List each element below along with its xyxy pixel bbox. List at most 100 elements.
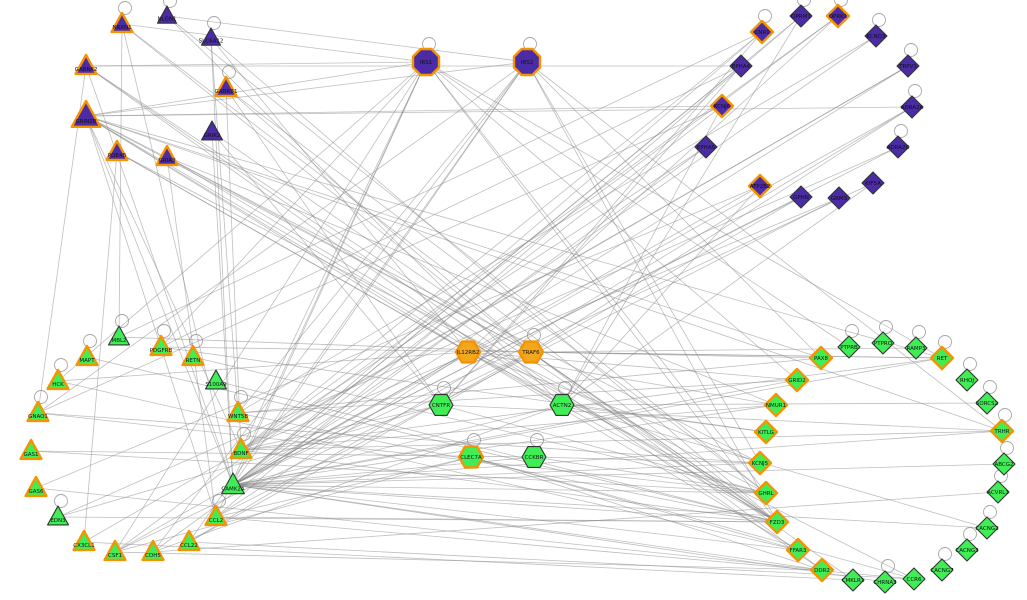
node-IL12RB2[interactable]: IL12RB2 bbox=[454, 340, 482, 364]
node-NRXN1[interactable]: NRXN1 bbox=[110, 11, 134, 34]
node-ACVRL1[interactable]: ACVRL1 bbox=[986, 480, 1010, 504]
node-OPRK1[interactable]: OPRK1 bbox=[825, 3, 851, 29]
node-NMUR1[interactable]: NMUR1 bbox=[763, 392, 789, 418]
edge-GRIN2B-CAMK2A bbox=[85, 115, 234, 486]
node-RET[interactable]: RET bbox=[929, 345, 955, 371]
hexagon-shape bbox=[549, 394, 575, 416]
node-KCNQ3[interactable]: KCNQ3 bbox=[864, 24, 888, 48]
self-loop-PDGFRB bbox=[157, 324, 171, 338]
node-NLGN1[interactable]: NLGN1 bbox=[156, 5, 178, 24]
node-EPHA5[interactable]: EPHA5 bbox=[694, 135, 718, 159]
self-loop-NRXN1 bbox=[118, 1, 132, 15]
edge-CNTFR-GHRL bbox=[440, 404, 767, 494]
edge-GRIN2B-PAX8 bbox=[85, 115, 822, 359]
node-KCNJ6[interactable]: KCNJ6 bbox=[709, 93, 735, 119]
node-CX3CL1[interactable]: CX3CL1 bbox=[72, 529, 96, 552]
diamond-shape bbox=[809, 557, 835, 583]
edge-GPHN-CAMK2A bbox=[232, 196, 802, 486]
edge-IRS2-WNT5B bbox=[237, 61, 528, 414]
node-GAS6[interactable]: GAS6 bbox=[24, 475, 48, 498]
node-GHRL[interactable]: GHRL bbox=[753, 480, 779, 506]
edge-OPRK1-IL12RB2 bbox=[467, 15, 839, 353]
node-IRS1[interactable]: IRS1 bbox=[411, 47, 441, 77]
triangle-shape bbox=[214, 75, 238, 98]
node-RAMP3[interactable]: RAMP3 bbox=[904, 336, 928, 360]
node-CNTFR[interactable]: CNTFR bbox=[428, 394, 454, 416]
edge-ATP2B2-ACTN2 bbox=[561, 185, 761, 406]
node-PDE4B[interactable]: PDE4B bbox=[105, 139, 129, 162]
node-GABRA2[interactable]: GABRA2 bbox=[74, 53, 98, 76]
triangle-shape bbox=[72, 529, 96, 552]
node-KITLG[interactable]: KITLG bbox=[753, 419, 779, 445]
node-CACNG2[interactable]: CACNG2 bbox=[975, 516, 999, 540]
node-TRAF6[interactable]: TRAF6 bbox=[517, 340, 545, 364]
node-CCR6[interactable]: CCR6 bbox=[902, 567, 926, 591]
edge-ACTN2-FZD3 bbox=[561, 404, 778, 523]
node-TRPV1[interactable]: TRPV1 bbox=[896, 54, 920, 78]
node-MAPT[interactable]: MAPT bbox=[75, 344, 99, 367]
edge-GRIN2B-IRS1 bbox=[85, 61, 427, 117]
node-GABRB1[interactable]: GABRB1 bbox=[214, 75, 238, 98]
triangle-shape bbox=[149, 334, 173, 357]
node-SORCS2[interactable]: SORCS2 bbox=[975, 391, 999, 415]
diamond-shape bbox=[955, 368, 979, 392]
node-CACNG3[interactable]: CACNG3 bbox=[955, 538, 979, 562]
edge-SLC6A12-FZD3 bbox=[210, 37, 778, 523]
node-CHRNA3[interactable]: CHRNA3 bbox=[873, 570, 897, 594]
node-ADRA2C[interactable]: ADRA2C bbox=[886, 135, 910, 159]
node-PTPRB[interactable]: PTPRB bbox=[837, 335, 861, 359]
node-CMKLR1[interactable]: CMKLR1 bbox=[841, 568, 865, 592]
edge-MAPT-FZD3 bbox=[86, 356, 778, 523]
node-OPRM1[interactable]: OPRM1 bbox=[789, 4, 813, 28]
node-GRIN2B[interactable]: GRIN2B bbox=[70, 99, 102, 129]
node-KIF5A[interactable]: KIF5A bbox=[861, 171, 885, 195]
triangle-shape bbox=[155, 144, 179, 167]
node-GRIK2[interactable]: GRIK2 bbox=[201, 120, 223, 141]
node-PTPRO[interactable]: PTPRO bbox=[871, 331, 895, 355]
node-IRS2[interactable]: IRS2 bbox=[512, 47, 542, 77]
edge-SLC6A12-IL12RB2 bbox=[210, 37, 469, 353]
self-loop-GABRB1 bbox=[222, 65, 236, 79]
edge-NRXN1-IRS1 bbox=[121, 23, 427, 63]
edge-S100A9-FZD3 bbox=[215, 380, 778, 523]
node-GRM3[interactable]: GRM3 bbox=[827, 186, 851, 210]
node-WNT5B[interactable]: WNT5B bbox=[226, 400, 250, 423]
triangle-shape bbox=[74, 53, 98, 76]
self-loop-CACNG3 bbox=[963, 527, 977, 541]
node-CNR1[interactable]: CNR1 bbox=[749, 19, 775, 45]
node-CLEC7A[interactable]: CLEC7A bbox=[457, 445, 485, 469]
node-CACNG7[interactable]: CACNG7 bbox=[930, 558, 954, 582]
node-FZD3[interactable]: FZD3 bbox=[764, 509, 790, 535]
diamond-shape bbox=[929, 345, 955, 371]
edge-NLGN1-GHRL bbox=[166, 15, 767, 494]
diamond-shape bbox=[784, 367, 810, 393]
triangle-shape bbox=[226, 400, 250, 423]
diamond-shape bbox=[955, 538, 979, 562]
node-EDN3[interactable]: EDN3 bbox=[46, 505, 69, 526]
edge-CNTFR-TRHR bbox=[440, 404, 1003, 432]
node-GNAO1[interactable]: GNAO1 bbox=[26, 400, 50, 423]
node-MBL2[interactable]: MBL2 bbox=[108, 325, 130, 346]
edge-CCL22-CCR6 bbox=[188, 541, 915, 580]
node-GRID2[interactable]: GRID2 bbox=[784, 367, 810, 393]
node-TRHR[interactable]: TRHR bbox=[989, 418, 1015, 444]
self-loop-NLGN1 bbox=[163, 0, 177, 8]
node-ACTN2[interactable]: ACTN2 bbox=[549, 394, 575, 416]
node-ADRA2A[interactable]: ADRA2A bbox=[900, 95, 924, 119]
node-GPHN[interactable]: GPHN bbox=[789, 185, 813, 209]
self-loop-SORCS2 bbox=[983, 380, 997, 394]
node-RHOJ[interactable]: RHOJ bbox=[955, 368, 979, 392]
edge-EDN3-FZD3 bbox=[57, 516, 778, 523]
diamond-shape bbox=[896, 54, 920, 78]
node-GAS1[interactable]: GAS1 bbox=[19, 438, 43, 461]
hexagon-shape bbox=[517, 340, 545, 364]
node-HCK[interactable]: HCK bbox=[46, 368, 70, 391]
edge-GPHN-CNTFR bbox=[440, 196, 802, 406]
edge-GRIA3-CCL2 bbox=[166, 156, 217, 518]
self-loop-CNR1 bbox=[758, 9, 772, 23]
self-loop-KCNQ3 bbox=[872, 13, 886, 27]
triangle-shape bbox=[204, 504, 228, 527]
node-CCKBR[interactable]: CCKBR bbox=[521, 446, 547, 468]
triangle-shape bbox=[181, 344, 205, 367]
